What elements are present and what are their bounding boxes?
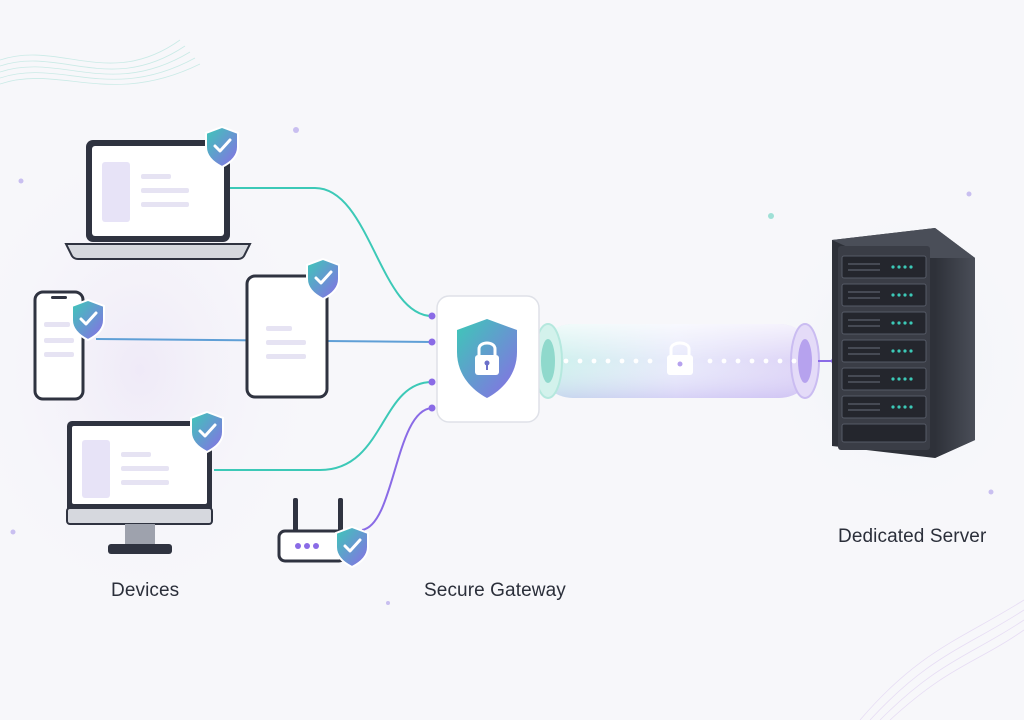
devices-label: Devices (111, 580, 180, 601)
laptop-device (64, 140, 252, 260)
shield-check-icon (190, 410, 224, 454)
shield-check-icon (306, 257, 340, 301)
link-desktop (214, 381, 433, 471)
shield-check-icon (205, 125, 239, 169)
link-router (361, 407, 433, 531)
shield-lock-icon (457, 319, 517, 398)
encrypted-tunnel (533, 323, 837, 399)
shield-check-icon (335, 525, 369, 569)
link-laptop (230, 187, 433, 317)
shield-check-icon (71, 298, 105, 342)
padlock-icon (667, 341, 693, 375)
server-label: Dedicated Server (838, 526, 987, 547)
secure-gateway-box (436, 295, 540, 423)
desktop-device (66, 421, 213, 554)
gateway-label: Secure Gateway (424, 580, 566, 601)
dedicated-server (832, 228, 975, 458)
tablet-device (245, 274, 329, 399)
